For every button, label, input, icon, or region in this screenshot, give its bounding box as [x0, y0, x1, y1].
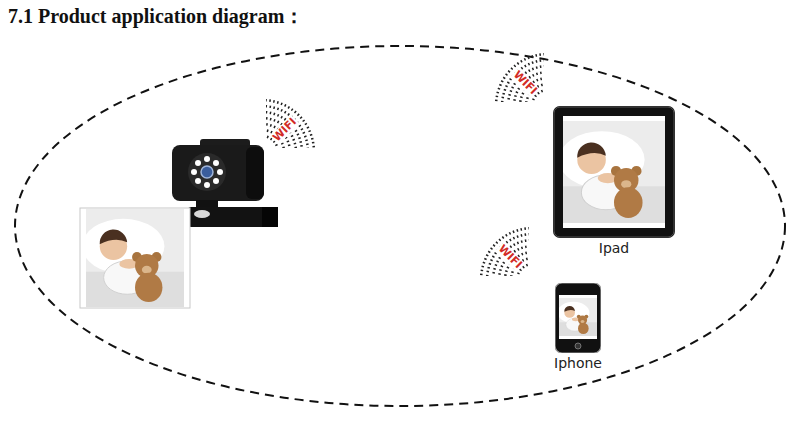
wifi-waves — [496, 54, 544, 102]
wifi-waves — [481, 228, 529, 276]
device-picture — [553, 106, 675, 238]
wifi-label: WIFI — [270, 115, 300, 145]
baby-photo — [80, 208, 190, 308]
device-label: Ipad — [597, 240, 631, 256]
device-picture — [555, 283, 601, 353]
coverage-ellipse — [15, 46, 785, 406]
device-node: Iphone — [549, 283, 607, 372]
device-label: Iphone — [552, 355, 604, 371]
section-title: 7.1 Product application diagram： — [8, 3, 304, 30]
wifi-label: WIFI — [510, 68, 540, 98]
device-node: Ipad — [553, 106, 675, 257]
wifi-waves — [266, 100, 314, 148]
wifi-label: WIFI — [495, 242, 525, 272]
